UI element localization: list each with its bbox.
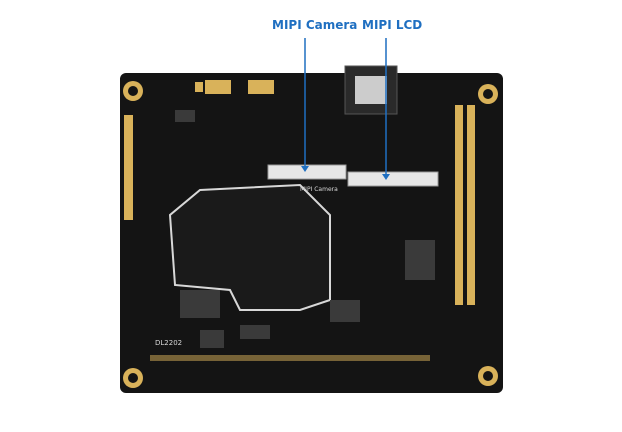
pin-headers <box>150 105 475 361</box>
mipi-lcd-label: MIPI LCD <box>362 18 423 32</box>
gold-edge-pads <box>124 80 274 220</box>
soc-outline <box>168 183 331 311</box>
silk-camera-text: MIPI Camera <box>300 186 338 193</box>
components <box>175 110 435 348</box>
mipi-lcd-connector <box>347 171 439 187</box>
mipi-camera-connector <box>267 164 347 180</box>
silk-model-text: DL2202 <box>155 339 182 347</box>
mipi-camera-label: MIPI Camera <box>272 18 358 32</box>
